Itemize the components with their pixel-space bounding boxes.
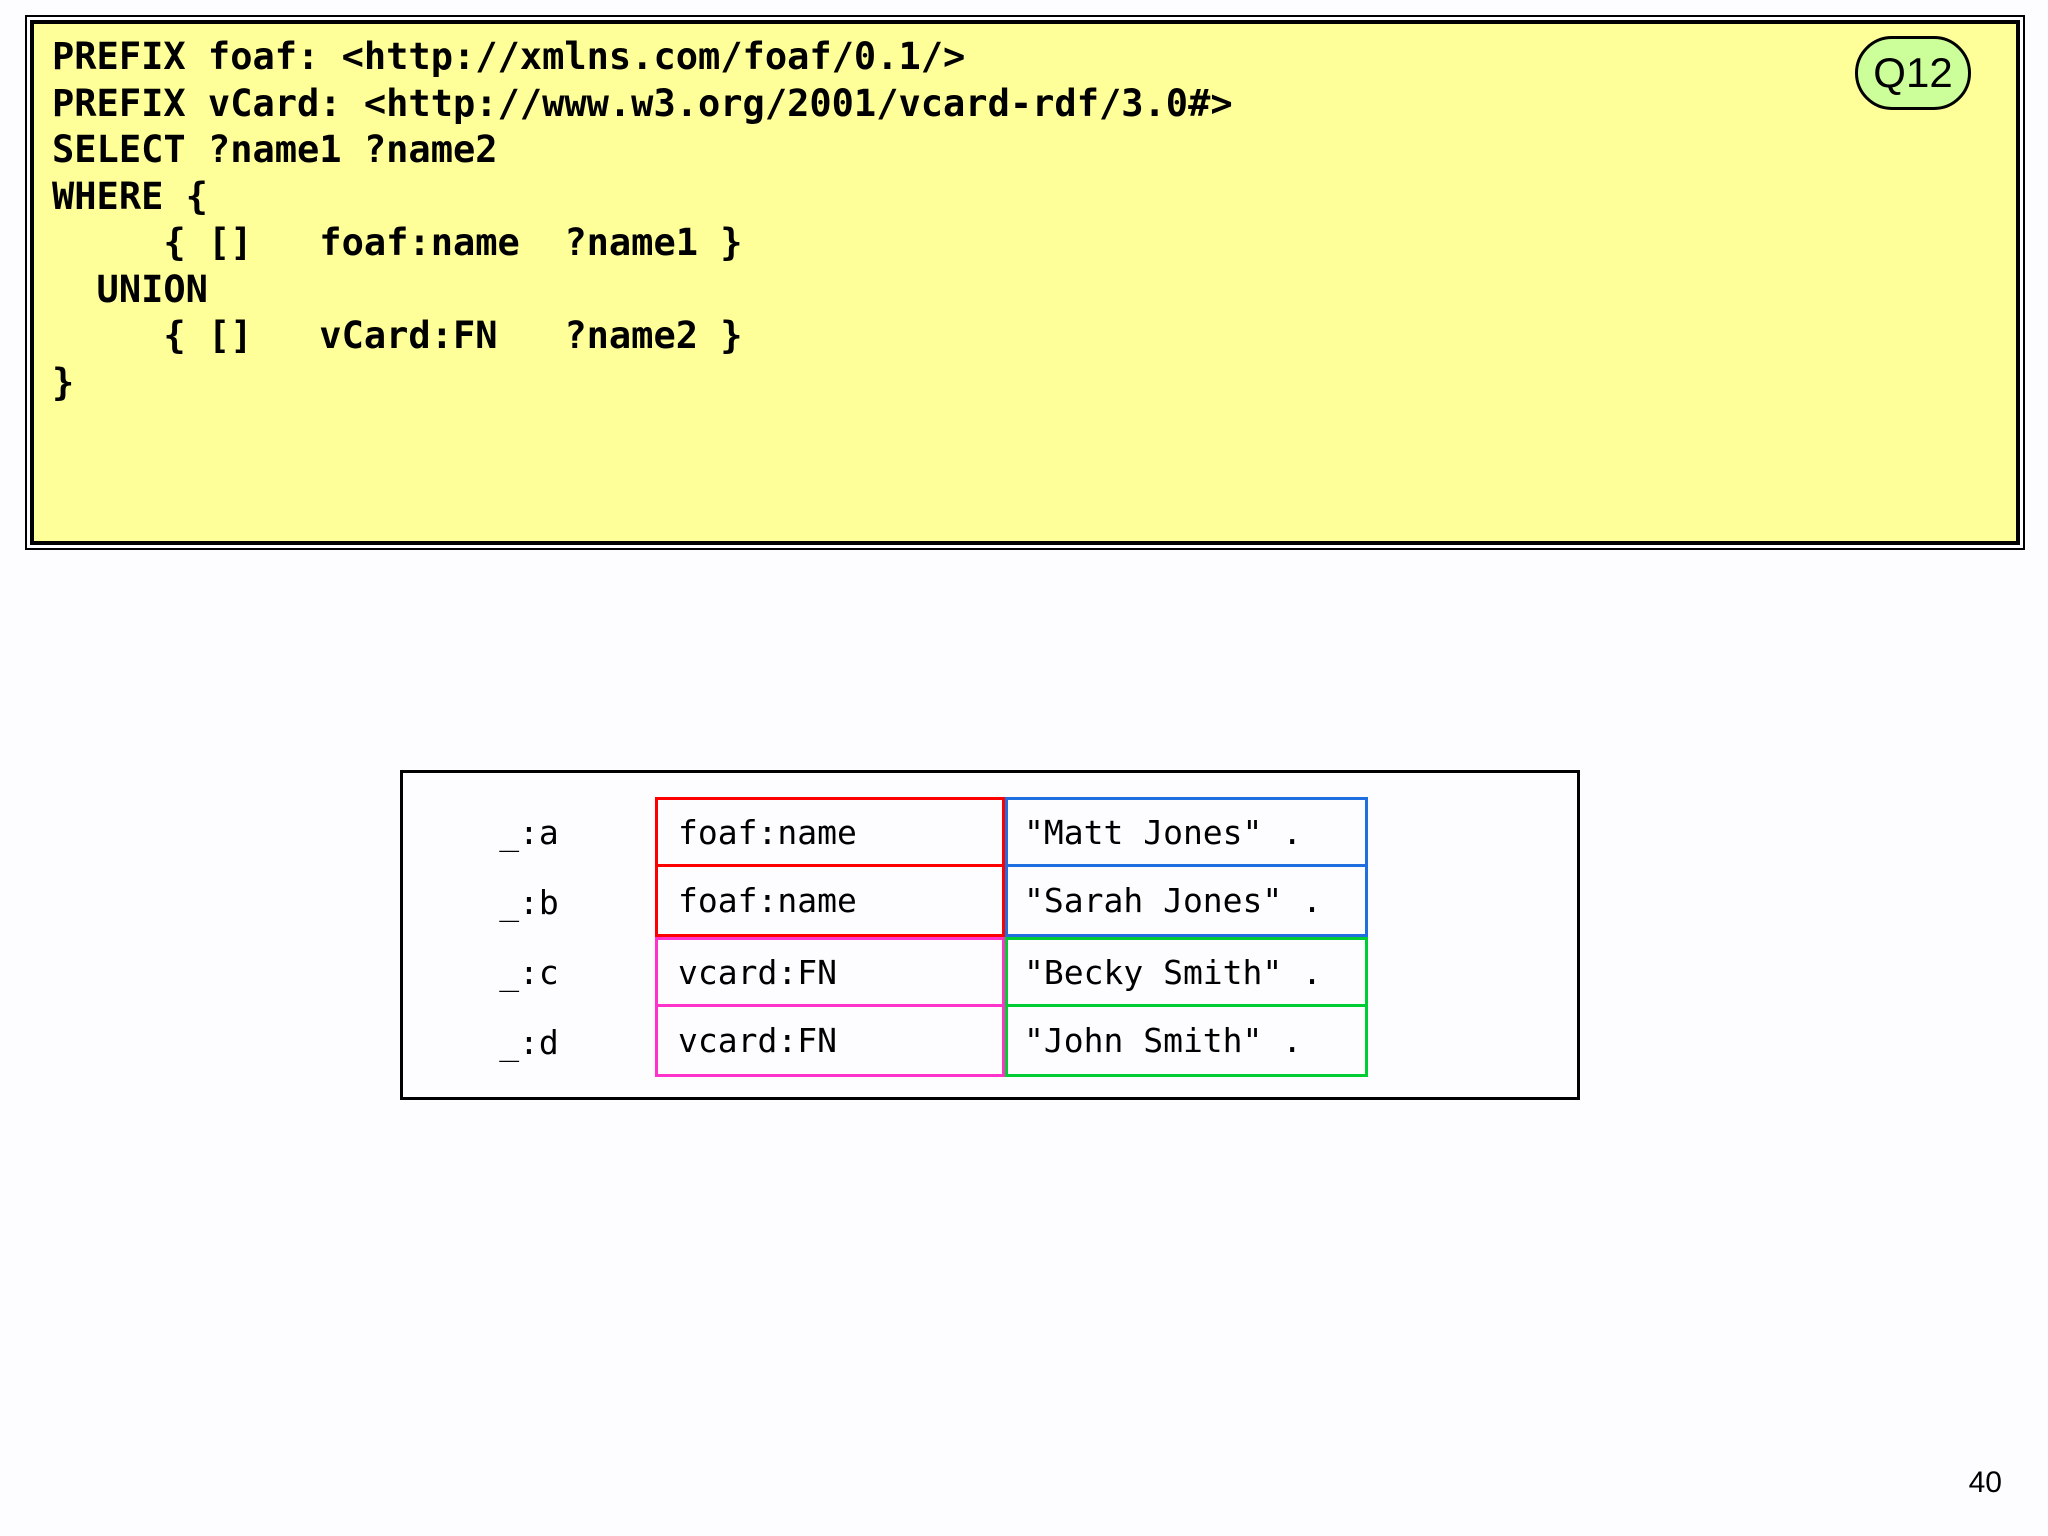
table-cell-predicate: foaf:name [655, 867, 1005, 937]
table-cell-subject: _:b [499, 882, 559, 922]
table-cell-predicate: vcard:FN [655, 1007, 1005, 1077]
table-cell-object: "John Smith" . [1005, 1007, 1368, 1077]
table-row: _:d vcard:FN "John Smith" . [403, 1007, 1577, 1077]
sparql-query-text: PREFIX foaf: <http://xmlns.com/foaf/0.1/… [52, 35, 1233, 404]
table-row: _:a foaf:name "Matt Jones" . [403, 797, 1577, 867]
sparql-query-box: PREFIX foaf: <http://xmlns.com/foaf/0.1/… [25, 15, 2025, 550]
table-cell-subject: _:d [499, 1022, 559, 1062]
page-number: 40 [1968, 1466, 2002, 1499]
question-badge-q12: Q12 [1855, 36, 1971, 110]
table-cell-predicate: vcard:FN [655, 937, 1005, 1007]
table-cell-object: "Sarah Jones" . [1005, 867, 1368, 937]
table-row: _:b foaf:name "Sarah Jones" . [403, 867, 1577, 937]
question-badge-label: Q12 [1873, 49, 1953, 96]
table-cell-subject: _:a [499, 812, 559, 852]
table-cell-predicate: foaf:name [655, 797, 1005, 867]
table-cell-object: "Matt Jones" . [1005, 797, 1368, 867]
rdf-data-table: _:a foaf:name "Matt Jones" . _:b foaf:na… [400, 770, 1580, 1100]
table-cell-object: "Becky Smith" . [1005, 937, 1368, 1007]
table-cell-subject: _:c [499, 952, 559, 992]
table-row: _:c vcard:FN "Becky Smith" . [403, 937, 1577, 1007]
